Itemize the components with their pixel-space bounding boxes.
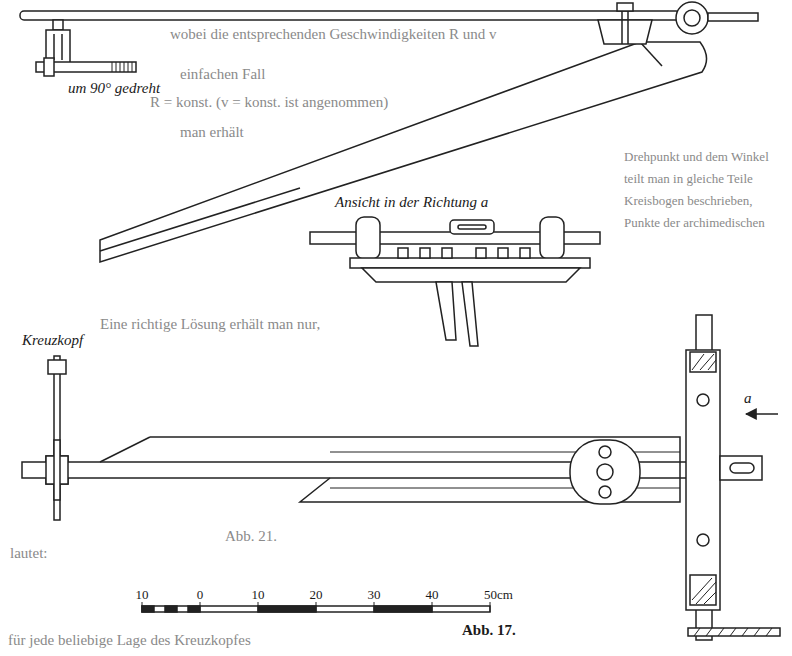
page-text: einfachen Fall — [180, 66, 265, 83]
scale-number: 20 — [310, 588, 323, 602]
bracket-line — [697, 534, 709, 546]
page-text: Abb. 21. — [225, 528, 277, 545]
crosshead-bolt-line — [48, 360, 66, 374]
page-text: R = konst. (v = konst. ist angenommen) — [150, 94, 388, 111]
page-text: Punkte der archimedischen — [624, 216, 765, 230]
page-text: wobei die entsprechenden Geschwindigkeit… — [170, 26, 497, 43]
clamp-plate-line — [599, 486, 611, 498]
bracket-line — [690, 575, 716, 605]
view-a-line — [476, 248, 486, 258]
bracket-line — [686, 350, 720, 610]
page-text: Eine richtige Lösung erhält man nur, — [100, 316, 320, 333]
hub-line — [617, 3, 633, 11]
side-lever-line — [100, 42, 707, 262]
scale-bar-line — [142, 606, 154, 612]
eye-line — [684, 10, 700, 26]
eye-line — [708, 13, 758, 21]
view-direction: a — [744, 390, 752, 407]
side-lever — [100, 42, 707, 262]
page-text: teilt man in gleiche Teile — [624, 172, 753, 186]
view-a-line — [356, 217, 380, 259]
scale-bar-line — [142, 602, 490, 612]
hub-line — [622, 11, 628, 44]
scale-bar-line — [188, 606, 200, 612]
view-a-line — [540, 217, 564, 259]
view-arrow — [746, 413, 778, 415]
bracket-line — [720, 456, 762, 480]
pendant-detail-line — [53, 20, 63, 30]
view-a-line — [420, 248, 430, 258]
side-lever-line — [640, 42, 662, 66]
scale-number: 0 — [197, 588, 204, 602]
scale-bar-line — [165, 606, 177, 612]
scale-number: 10 — [252, 588, 265, 602]
bottom-hatch-line — [694, 628, 772, 636]
side-rod — [20, 11, 680, 20]
scale-number: 10 — [136, 588, 149, 602]
figure-caption: Abb. 17. — [462, 622, 516, 639]
page-text: Drehpunkt und dem Winkel — [624, 150, 769, 164]
bracket-line — [697, 394, 709, 406]
side-rod-line — [20, 11, 680, 20]
bracket-line — [730, 463, 754, 473]
bracket-line — [692, 578, 716, 604]
view-a-line — [350, 258, 590, 268]
bottom-hatch — [688, 628, 780, 636]
clamp-plate-line — [570, 440, 640, 504]
crosshead-bolt — [46, 356, 68, 520]
scale-number: 50cm — [484, 588, 513, 602]
rotated-note: um 90° gedreht — [68, 80, 160, 97]
view-a-line — [362, 268, 580, 282]
bracket — [686, 315, 762, 640]
clamp-plate — [570, 440, 640, 504]
view-a-line — [520, 248, 530, 258]
view-a-line — [458, 225, 486, 229]
plan-lever-line — [54, 440, 60, 500]
bracket-line — [690, 352, 716, 372]
scale-number: 30 — [368, 588, 381, 602]
scale-bar — [142, 602, 490, 612]
pendant-detail-line — [54, 34, 62, 60]
view-label: Ansicht in der Richtung a — [335, 194, 488, 211]
view-a-line — [498, 248, 508, 258]
bracket-line — [692, 354, 716, 370]
crosshead-bolt-line — [54, 356, 60, 520]
part-name: Kreuzkopf — [22, 332, 83, 349]
clamp-plate-line — [599, 446, 611, 458]
view-arrow-line — [746, 413, 778, 415]
clamp-plate-line — [597, 464, 613, 480]
view-a-line — [398, 248, 408, 258]
side-lever-line — [100, 188, 300, 251]
page-text: man erhält — [180, 124, 244, 141]
page-text: Kreisbogen beschrieben, — [624, 194, 753, 208]
hub-line — [598, 20, 652, 44]
view-a-line — [462, 282, 478, 346]
pendant-detail — [36, 20, 136, 76]
bottom-hatch-line — [688, 628, 780, 636]
view-a — [310, 217, 600, 346]
pendant-detail-line — [44, 58, 54, 76]
page-text: für jede beliebige Lage des Kreuzkopfes — [8, 632, 251, 649]
view-a-line — [450, 220, 494, 234]
eye — [676, 2, 758, 34]
page-text: lautet: — [10, 545, 48, 562]
pendant-detail-line — [112, 62, 132, 72]
hub — [598, 3, 652, 44]
view-a-line — [442, 248, 452, 258]
scale-number: 40 — [426, 588, 439, 602]
scale-bar-line — [374, 606, 432, 612]
scale-bar-line — [258, 606, 316, 612]
view-a-line — [436, 282, 456, 340]
eye-line — [676, 2, 708, 34]
